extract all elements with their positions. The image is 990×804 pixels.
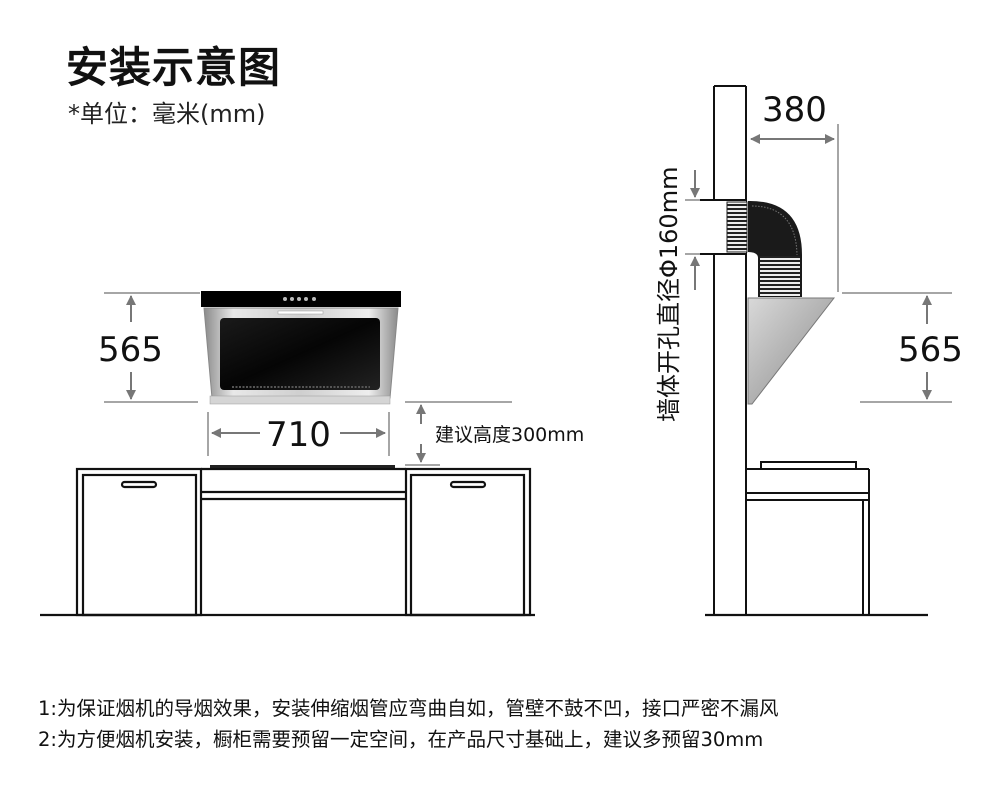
kitchen-cabinets — [75, 465, 532, 617]
side-view: 380 墙体开孔直径Φ160mm 565 — [655, 85, 963, 617]
front-hood-height-label: 565 — [98, 330, 163, 370]
front-hood-width-label: 710 — [266, 415, 331, 455]
unit-label: *单位：毫米(mm) — [68, 100, 266, 128]
flexible-duct — [748, 200, 802, 297]
side-cabinet — [746, 461, 870, 615]
wall-hole-label: 墙体开孔直径Φ160mm — [655, 167, 683, 422]
range-hood-side — [747, 297, 836, 405]
note-2: 2:为方便烟机安装，橱柜需要预留一定空间，在产品尺寸基础上，建议多预留30mm — [38, 728, 764, 751]
range-hood-front — [201, 291, 401, 405]
note-1: 1:为保证烟机的导烟效果，安装伸缩烟管应弯曲自如，管壁不鼓不凹，接口严密不漏风 — [38, 697, 779, 720]
side-depth-label: 380 — [762, 90, 827, 130]
page-title: 安装示意图 — [66, 43, 282, 92]
front-view: 565 710 建议高度300mm — [40, 291, 584, 617]
wall — [713, 85, 747, 615]
suggested-height-label: 建议高度300mm — [435, 424, 584, 446]
installation-notes: 1:为保证烟机的导烟效果，安装伸缩烟管应弯曲自如，管壁不鼓不凹，接口严密不漏风 … — [38, 693, 778, 755]
side-hood-height-label: 565 — [898, 330, 963, 370]
